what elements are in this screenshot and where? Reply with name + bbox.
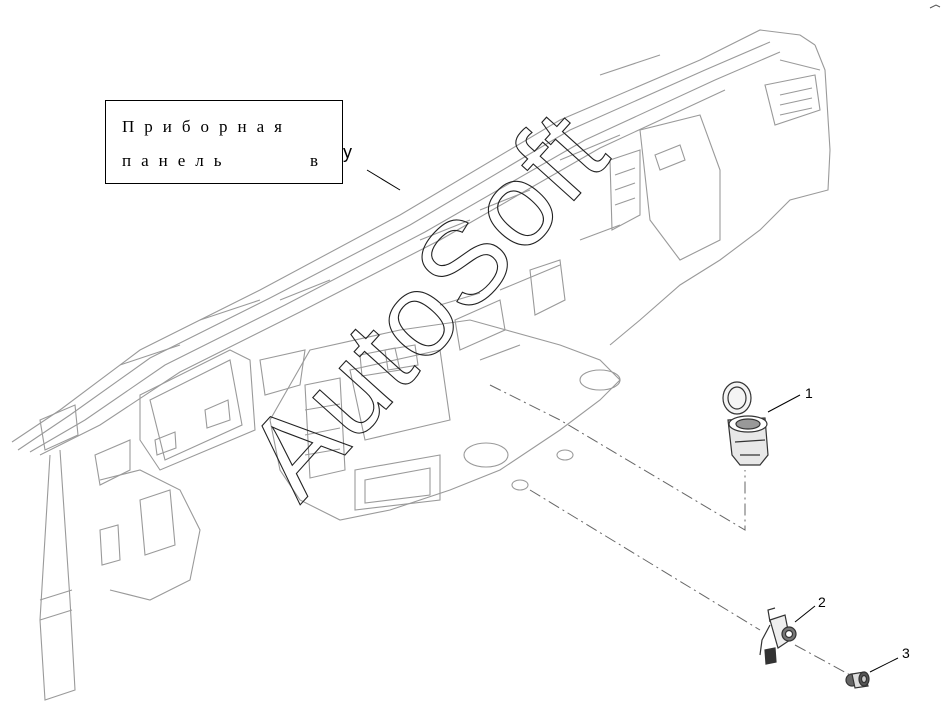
callout-2-leader bbox=[794, 605, 816, 623]
callout-3: 3 bbox=[902, 645, 910, 661]
label-line-1: Приборная bbox=[122, 117, 292, 136]
label-tail: у bbox=[343, 142, 352, 162]
label-line-2-end: в bbox=[310, 151, 329, 170]
callout-1: 1 bbox=[805, 385, 813, 401]
instrument-panel-drawing bbox=[11, 29, 831, 701]
part-3-lighter-element bbox=[845, 671, 870, 689]
label-leader-line bbox=[366, 169, 401, 191]
part-label-box: Приборная панель в bbox=[105, 100, 343, 184]
callout-3-leader bbox=[869, 657, 899, 673]
assembly-lines bbox=[489, 384, 853, 677]
callout-2: 2 bbox=[818, 594, 826, 610]
corner-mark bbox=[929, 4, 941, 9]
part-2-socket-bracket bbox=[759, 607, 797, 665]
part-1-cigarette-lighter-socket bbox=[722, 381, 769, 466]
callout-1-leader bbox=[767, 394, 801, 413]
label-line-2: панель bbox=[122, 151, 232, 170]
